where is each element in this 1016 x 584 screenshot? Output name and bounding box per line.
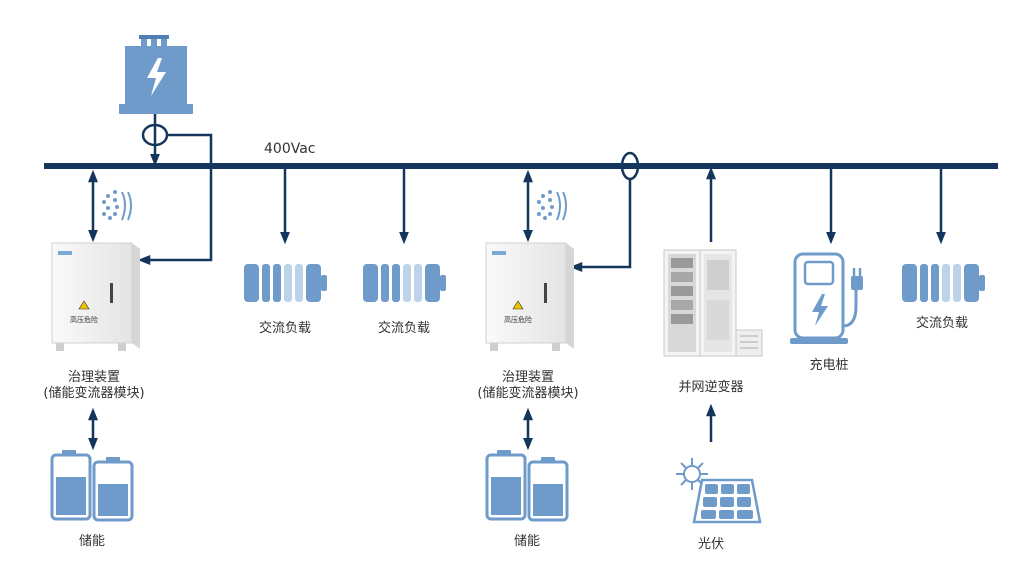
governance-cabinet-left: 高压危险 bbox=[51, 242, 140, 351]
signal-wave-icon bbox=[537, 190, 567, 221]
charging-pile-icon bbox=[790, 252, 863, 344]
battery-icon bbox=[485, 450, 569, 522]
storage-left-label: 储能 bbox=[78, 534, 105, 549]
sensor-line-right bbox=[569, 179, 632, 272]
governance-right-label-line2: (储能变流器模块) bbox=[477, 386, 579, 401]
inverter-cabinet-icon bbox=[663, 249, 763, 357]
governance-right-label: 治理装置 (储能变流器模块) bbox=[464, 370, 592, 402]
ac-load-icon bbox=[363, 264, 446, 302]
ac-load-1-label: 交流负载 bbox=[258, 321, 311, 336]
governance-right-label-line1: 治理装置 bbox=[501, 370, 554, 385]
governance-cabinet-right: 高压危险 bbox=[485, 242, 574, 351]
battery-icon bbox=[50, 450, 134, 522]
ac-load-2-label: 交流负载 bbox=[377, 321, 430, 336]
pv-label: 光伏 bbox=[697, 537, 724, 552]
bus-voltage-label: 400Vac bbox=[264, 141, 316, 157]
storage-right-label: 储能 bbox=[513, 534, 540, 549]
governance-left-label-line2: (储能变流器模块) bbox=[43, 386, 145, 401]
charger-label: 充电桩 bbox=[809, 358, 849, 373]
solar-panel-icon bbox=[676, 458, 762, 524]
cabinet-warning-text: 高压危险 bbox=[504, 315, 532, 324]
inverter-label: 并网逆变器 bbox=[678, 380, 744, 395]
governance-left-label-line1: 治理装置 bbox=[67, 370, 120, 385]
ac-load-icon bbox=[902, 264, 985, 302]
signal-wave-icon bbox=[102, 190, 132, 221]
ac-load-icon bbox=[244, 264, 327, 302]
sensor-line-left bbox=[137, 133, 213, 265]
governance-left-label: 治理装置 (储能变流器模块) bbox=[30, 370, 158, 402]
transformer-icon bbox=[119, 35, 193, 114]
cabinet-warning-text: 高压危险 bbox=[70, 315, 98, 324]
ac-load-3-label: 交流负载 bbox=[915, 316, 968, 331]
